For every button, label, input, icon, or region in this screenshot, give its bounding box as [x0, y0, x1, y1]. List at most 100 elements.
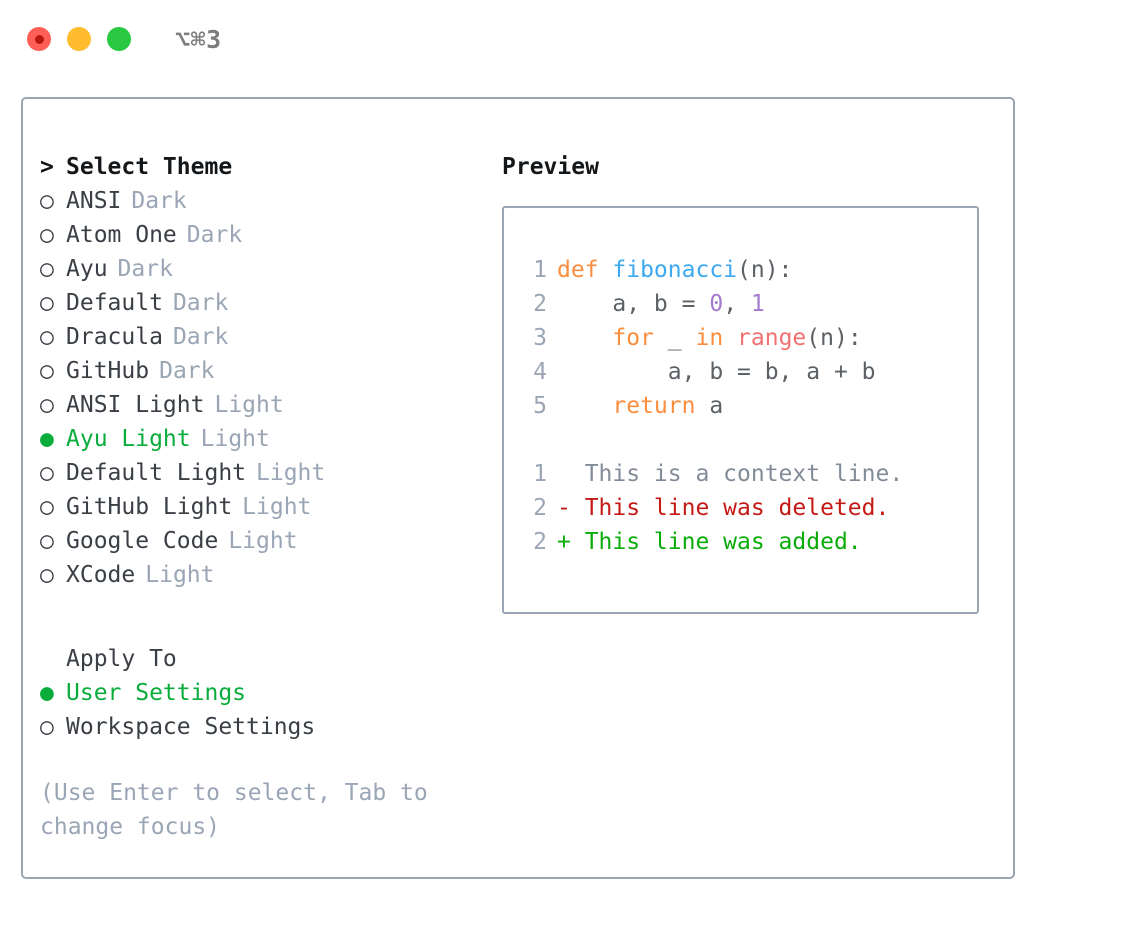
- close-button-icon[interactable]: [27, 27, 51, 51]
- caret-icon: >: [40, 154, 54, 180]
- diff-line-1: 2 - This line was deleted.: [504, 491, 977, 525]
- diff-line-0: 1 This is a context line.: [504, 457, 977, 491]
- item-label: GitHub Light: [66, 494, 233, 520]
- item-label: Ayu Light: [66, 426, 191, 452]
- token-punc: (n):: [806, 325, 862, 351]
- code-line-5: 5 return a: [504, 389, 977, 423]
- line-number: 2: [533, 495, 547, 521]
- item-label: GitHub: [66, 358, 150, 384]
- title-bar: ⌥⌘3: [0, 0, 1140, 78]
- item-category-tag: Dark: [172, 290, 229, 316]
- token-fn: fibonacci: [612, 257, 738, 283]
- item-category-tag: Light: [256, 460, 326, 486]
- item-label: ANSI Light: [66, 392, 205, 418]
- preview-heading: Preview: [502, 154, 599, 180]
- item-category-tag: Dark: [186, 222, 243, 248]
- token-bi: range: [737, 325, 807, 351]
- apply-to-list: ● User Settings ○ Workspace Settings: [40, 676, 490, 744]
- token-kw: for: [612, 325, 654, 351]
- theme-option-8[interactable]: ○ Default Light Light: [40, 456, 490, 490]
- item-label: Workspace Settings: [66, 714, 316, 740]
- diff-text: This is a context line.: [557, 461, 904, 487]
- section-title: Apply To: [66, 646, 177, 672]
- item-category-tag: Light: [228, 528, 298, 554]
- item-category-tag: Dark: [159, 358, 215, 384]
- item-label: Atom One: [66, 222, 177, 248]
- item-label: Default: [66, 290, 163, 316]
- diff-text: - This line was deleted.: [557, 495, 890, 521]
- radio-unselected-icon: ○: [40, 460, 54, 486]
- theme-option-0[interactable]: ○ ANSI Dark: [40, 184, 490, 218]
- token-var: [557, 393, 612, 419]
- zoom-button-icon[interactable]: [107, 27, 131, 51]
- item-category-tag: Dark: [117, 256, 173, 282]
- item-category-tag: Dark: [172, 324, 229, 350]
- apply-to-heading: Apply To: [40, 642, 490, 676]
- radio-unselected-icon: ○: [40, 714, 54, 740]
- item-label: Google Code: [66, 528, 219, 554]
- theme-option-1[interactable]: ○ Atom One Dark: [40, 218, 490, 252]
- token-num: 0: [709, 291, 724, 317]
- token-kw: return: [612, 393, 696, 419]
- item-category-tag: Light: [214, 392, 284, 418]
- line-number: 3: [533, 325, 547, 351]
- hint-spacer: [40, 744, 490, 776]
- code-line-3: 3 for _ in range(n):: [504, 321, 977, 355]
- item-category-tag: Light: [145, 562, 215, 588]
- token-var: a, b =: [557, 291, 710, 317]
- radio-unselected-icon: ○: [40, 324, 54, 350]
- theme-option-11[interactable]: ○ XCode Light: [40, 558, 490, 592]
- line-number: 2: [533, 291, 547, 317]
- item-label: Default Light: [66, 460, 247, 486]
- radio-unselected-icon: ○: [40, 256, 54, 282]
- radio-unselected-icon: ○: [40, 494, 54, 520]
- section-spacer: [40, 592, 490, 642]
- keyboard-hint-text: (Use Enter to select, Tab to change focu…: [40, 780, 442, 840]
- theme-option-9[interactable]: ○ GitHub Light Light: [40, 490, 490, 524]
- token-var: _: [653, 325, 696, 351]
- code-line-4: 4 a, b = b, a + b: [504, 355, 977, 389]
- line-number: 2: [533, 529, 547, 555]
- section-title: Select Theme: [66, 154, 233, 180]
- diff-line-2: 2 + This line was added.: [504, 525, 977, 559]
- diff-text: + This line was added.: [557, 529, 862, 555]
- radio-selected-icon: ●: [40, 680, 54, 706]
- theme-option-2[interactable]: ○ Ayu Dark: [40, 252, 490, 286]
- apply-to-option-0[interactable]: ● User Settings: [40, 676, 490, 710]
- radio-unselected-icon: ○: [40, 562, 54, 588]
- select-theme-heading: > Select Theme: [40, 150, 490, 184]
- item-label: User Settings: [66, 680, 247, 706]
- minimize-button-icon[interactable]: [67, 27, 91, 51]
- line-number: 1: [533, 461, 547, 487]
- radio-unselected-icon: ○: [40, 392, 54, 418]
- radio-selected-icon: ●: [40, 426, 54, 452]
- diff-sample: 1 This is a context line. 2 - This line wa…: [504, 457, 977, 559]
- blank-marker-icon: [40, 642, 66, 676]
- apply-to-option-1[interactable]: ○ Workspace Settings: [40, 710, 490, 744]
- code-diff-spacer: [504, 423, 977, 457]
- radio-unselected-icon: ○: [40, 188, 54, 214]
- item-label: ANSI: [66, 188, 122, 214]
- token-var: [557, 325, 612, 351]
- token-var: a, b = b, a + b: [557, 359, 876, 385]
- item-category-tag: Light: [242, 494, 312, 520]
- line-number: 5: [533, 393, 547, 419]
- item-category-tag: Dark: [131, 188, 187, 214]
- radio-unselected-icon: ○: [40, 222, 54, 248]
- item-label: XCode: [66, 562, 136, 588]
- theme-option-5[interactable]: ○ GitHub Dark: [40, 354, 490, 388]
- theme-option-6[interactable]: ○ ANSI Light Light: [40, 388, 490, 422]
- radio-unselected-icon: ○: [40, 358, 54, 384]
- item-label: Ayu: [66, 256, 108, 282]
